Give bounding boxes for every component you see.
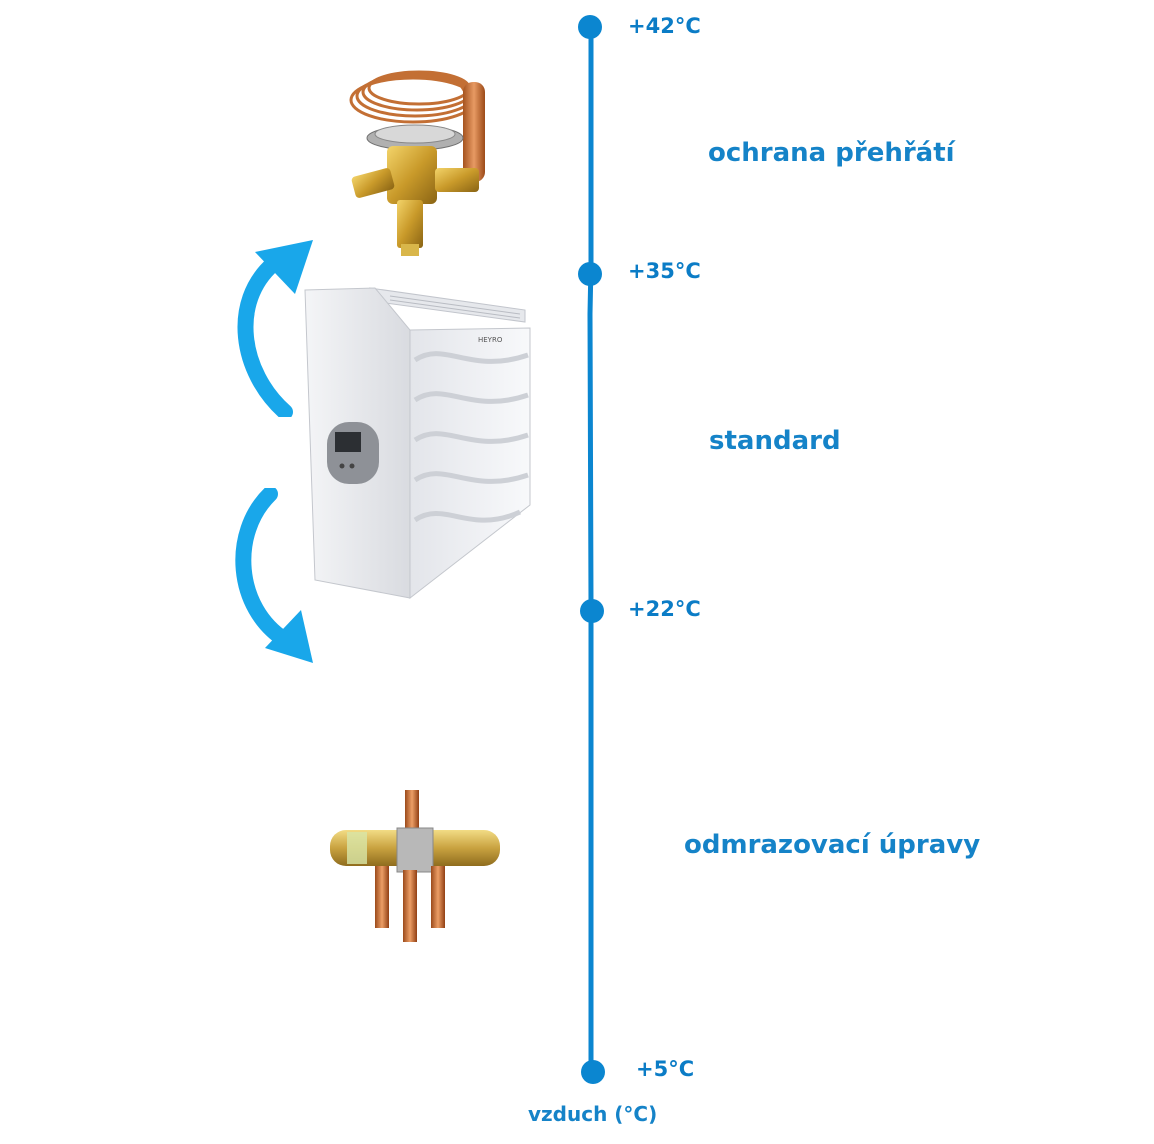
svg-text:HEYRO: HEYRO xyxy=(478,336,503,344)
marker-label-22: +22°C xyxy=(628,597,701,621)
axis-label: vzduch (°C) xyxy=(528,1102,658,1126)
marker-label-5: +5°C xyxy=(636,1057,695,1081)
zone-label-standard: standard xyxy=(709,426,841,456)
down-arrow-icon xyxy=(235,488,313,663)
four-way-valve-image xyxy=(330,790,500,942)
zone-label-overheat: ochrana přehřátí xyxy=(708,138,955,168)
marker-dot-22 xyxy=(580,599,604,623)
heater-unit-image: HEYRO xyxy=(304,287,531,600)
marker-dot-5 xyxy=(581,1060,605,1084)
marker-label-42: +42°C xyxy=(628,14,701,38)
marker-dot-35 xyxy=(578,262,602,286)
expansion-valve-image xyxy=(349,70,485,256)
marker-dot-42 xyxy=(578,15,602,39)
up-arrow-icon xyxy=(237,240,313,417)
marker-label-35: +35°C xyxy=(628,259,701,283)
zone-label-defrost: odmrazovací úpravy xyxy=(684,830,981,860)
temperature-scale-line xyxy=(587,24,594,1076)
